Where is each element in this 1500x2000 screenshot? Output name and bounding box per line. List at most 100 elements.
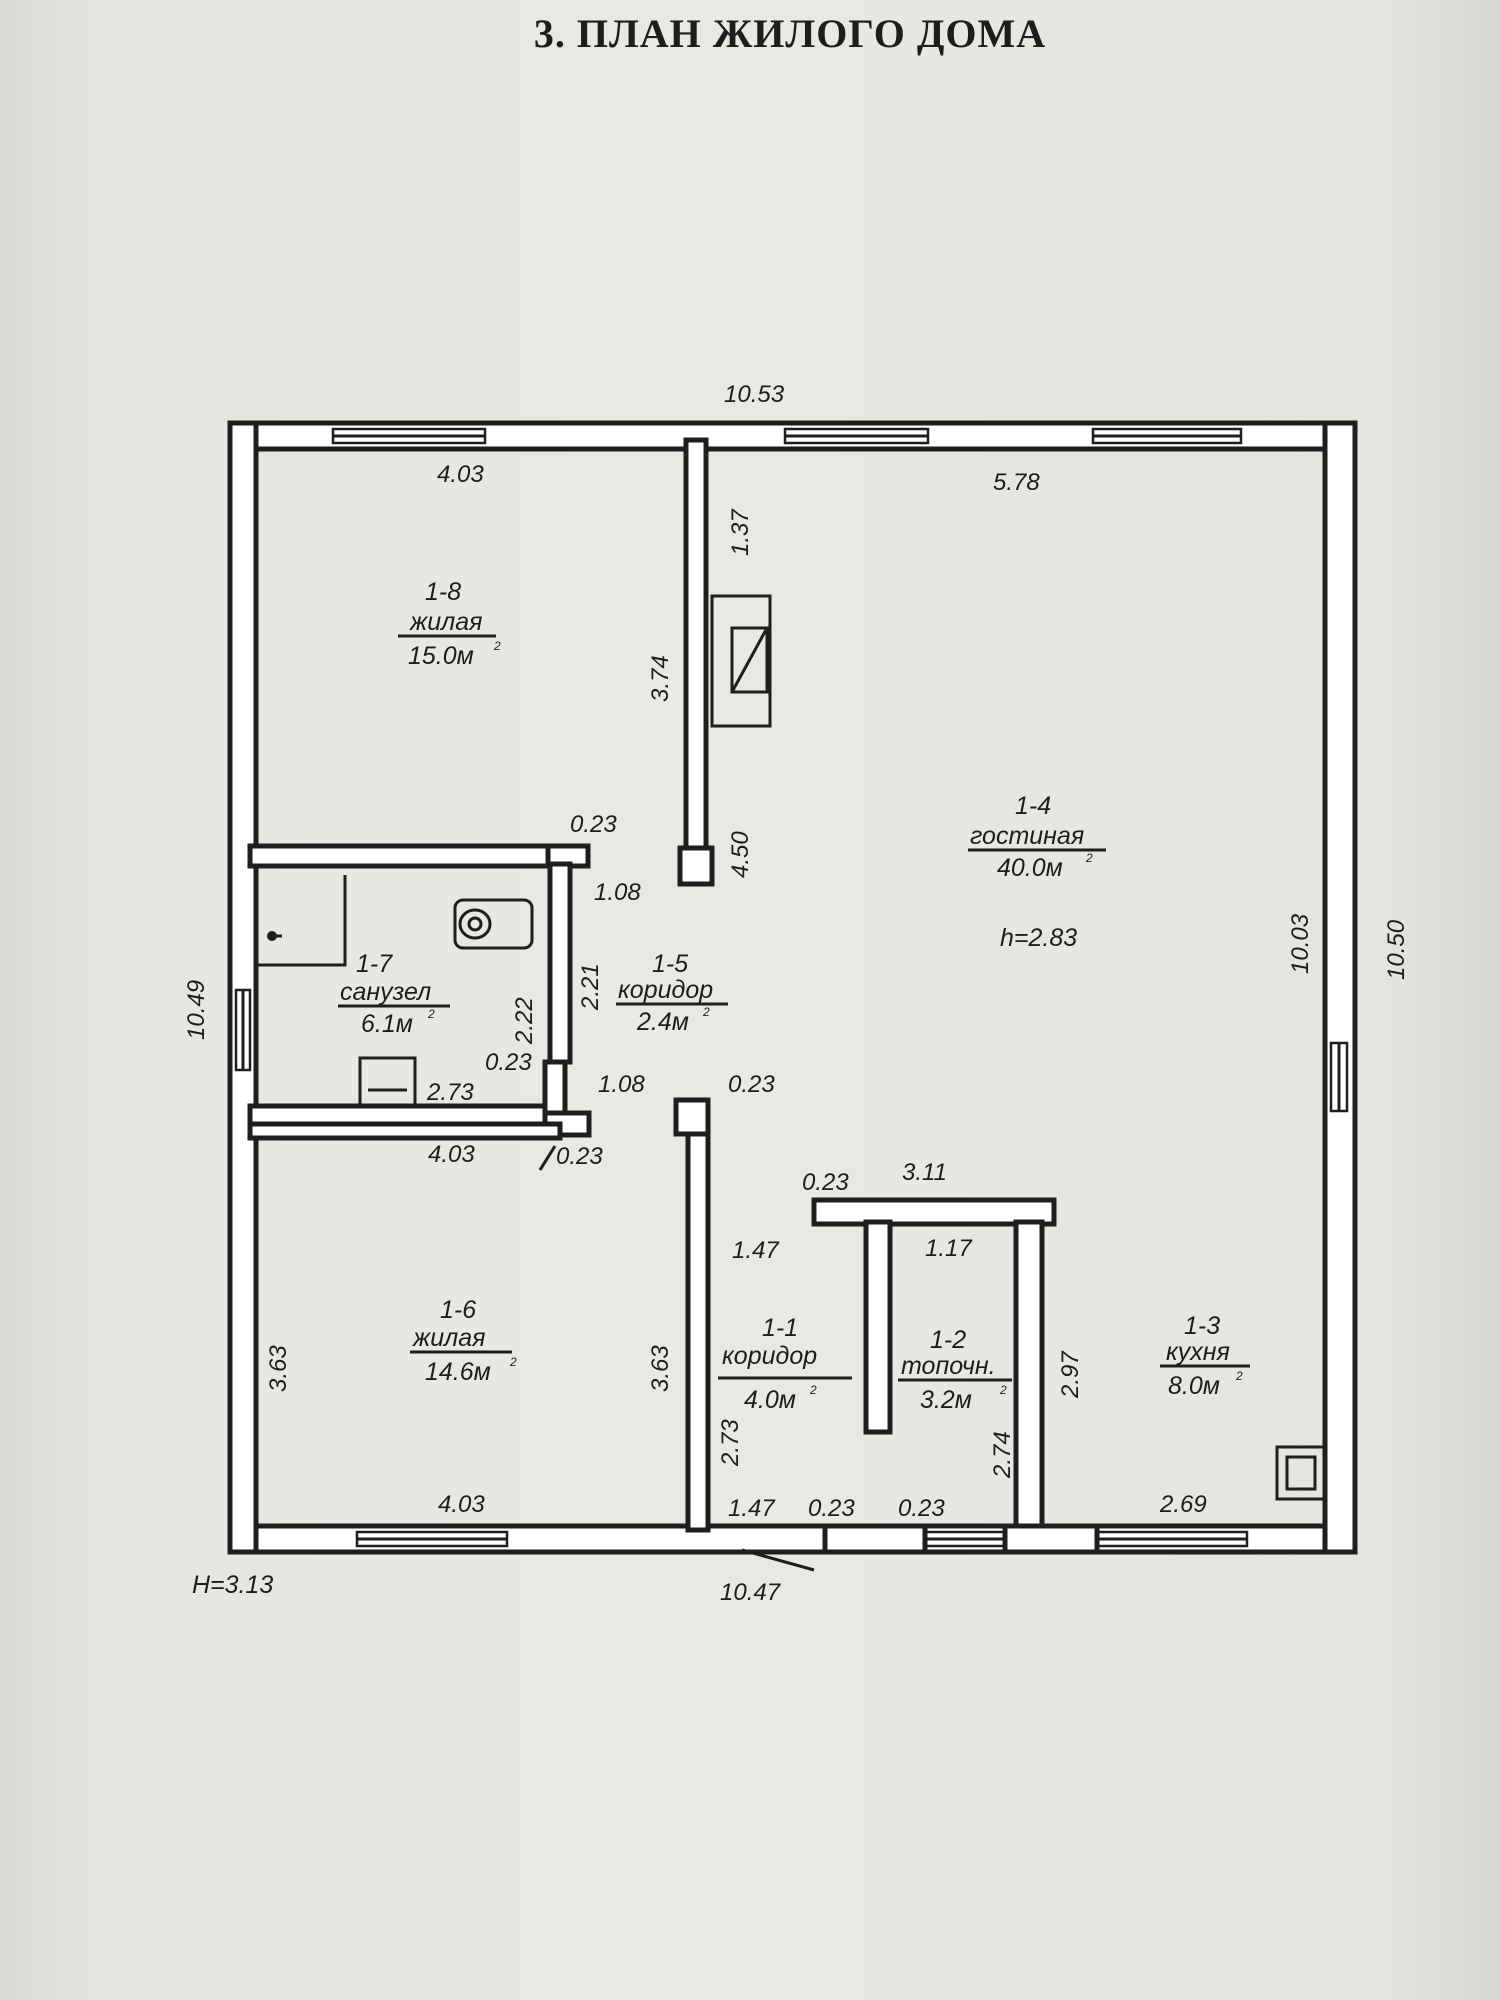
dim-1-6-left: 3.63	[265, 1345, 292, 1392]
dim-wall-023-f: 0.23	[808, 1495, 855, 1522]
building-height: H=3.13	[192, 1571, 273, 1599]
dim-1-2-117: 1.17	[925, 1235, 973, 1262]
room-1-1-name: коридор	[722, 1342, 817, 1370]
dim-1-5-221: 2.21	[577, 963, 604, 1011]
labels: 10.53 10.47 10.49 10.50 10.03 H=3.13 4.0…	[183, 381, 1410, 1606]
wall-1-8-1-4	[683, 437, 709, 863]
dim-1-6-bottom: 4.03	[438, 1491, 485, 1518]
stove-icon	[1275, 1445, 1327, 1501]
dim-stub: 1.37	[727, 508, 754, 556]
room-1-7-area-sup: 2	[427, 1007, 435, 1021]
room-1-8-id: 1-8	[425, 578, 461, 606]
room-1-4-area-sup: 2	[1085, 851, 1093, 865]
window-bottom-kitchen	[1095, 1530, 1249, 1548]
room-1-5-name: коридор	[618, 976, 713, 1004]
window-top-middle	[783, 427, 930, 445]
room-1-2-name: топочн.	[901, 1352, 996, 1380]
dim-left-total: 10.49	[183, 980, 210, 1040]
window-bottom-left	[355, 1530, 509, 1548]
shower-icon	[256, 875, 347, 967]
room-1-1-area-sup: 2	[809, 1383, 817, 1397]
room-1-6-name: жилая	[412, 1324, 485, 1352]
dim-1-3-269: 2.69	[1159, 1491, 1207, 1518]
room-1-7-area: 6.1м	[361, 1010, 413, 1038]
wall-1-8-bottom	[247, 843, 573, 869]
room-1-7-id: 1-7	[356, 950, 393, 978]
dim-1-3-297: 2.97	[1057, 1350, 1084, 1399]
dim-1-6-top: 4.03	[428, 1141, 475, 1168]
room-1-4-name: гостиная	[970, 822, 1084, 850]
dim-1-2-274: 2.74	[989, 1431, 1016, 1479]
sink-icon	[358, 1056, 417, 1108]
dim-wall-023-g: 0.23	[898, 1495, 945, 1522]
dim-1-7-222: 2.22	[511, 997, 538, 1045]
room-1-5-id: 1-5	[652, 950, 688, 978]
dim-1-1-273: 2.73	[717, 1419, 744, 1467]
room-1-3-id: 1-3	[1184, 1312, 1220, 1340]
window-left-bathroom	[234, 988, 252, 1072]
wall-1-6-top	[247, 1121, 563, 1141]
room-1-5-area: 2.4м	[636, 1008, 689, 1036]
room-1-5-area-sup: 2	[702, 1005, 710, 1019]
room-1-8-name: жилая	[409, 608, 482, 636]
window-top-left	[331, 427, 487, 445]
room-1-1-id: 1-1	[762, 1314, 798, 1342]
wall-1-3-bottom	[1002, 1523, 1100, 1555]
wall-end-1-4	[677, 845, 715, 887]
dim-1-4-top: 5.78	[993, 469, 1040, 496]
wall-1-6-1-1	[685, 1107, 711, 1533]
room-1-4-height: h=2.83	[1000, 924, 1077, 952]
dim-1-1-147-a: 1.47	[732, 1237, 780, 1264]
fireplace-icon	[710, 594, 772, 728]
interior-walls	[247, 437, 1100, 1555]
wall-1-7-1-5	[547, 861, 573, 1065]
toilet-icon	[453, 898, 534, 950]
room-1-2-area-sup: 2	[999, 1383, 1007, 1397]
room-1-6-id: 1-6	[440, 1296, 476, 1324]
dim-right-outer: 10.50	[1383, 919, 1410, 980]
window-bottom-kitchen-small	[923, 1530, 1007, 1548]
dim-1-8-side: 3.74	[647, 655, 674, 702]
windows	[234, 427, 1349, 1548]
wall-1-1-1-2	[863, 1219, 893, 1435]
room-1-2-id: 1-2	[930, 1326, 966, 1354]
room-1-3-area: 8.0м	[1168, 1372, 1220, 1400]
room-1-8-area: 15.0м	[408, 642, 474, 670]
wall-1-2-bottom-step	[822, 1523, 928, 1555]
dim-1-6-right: 3.63	[647, 1345, 674, 1392]
room-1-2-area: 3.2м	[920, 1386, 972, 1414]
dim-right-inner: 10.03	[1287, 913, 1314, 974]
page-title: 3. ПЛАН ЖИЛОГО ДОМА	[533, 11, 1047, 56]
dim-door-108-b: 1.08	[598, 1071, 645, 1098]
room-1-6-area: 14.6м	[425, 1358, 491, 1386]
room-1-8-area-sup: 2	[493, 639, 501, 653]
dim-wall-023-c: 0.23	[728, 1071, 775, 1098]
dim-1-1-147-b: 1.47	[728, 1495, 776, 1522]
room-1-3-area-sup: 2	[1235, 1369, 1243, 1383]
dim-1-8-top: 4.03	[437, 461, 484, 488]
dim-wall-023-a: 0.23	[570, 811, 617, 838]
room-1-7-name: санузел	[340, 978, 431, 1006]
dim-wall-023-e: 0.23	[802, 1169, 849, 1196]
room-1-4-area: 40.0м	[997, 854, 1063, 882]
room-1-1-area: 4.0м	[744, 1386, 796, 1414]
dim-top-total: 10.53	[724, 381, 785, 408]
left-exterior-wall	[227, 420, 259, 1555]
entry-door-swing	[741, 1548, 815, 1572]
wall-1-2-1-3	[1013, 1219, 1045, 1535]
dim-wall-023-d: 0.23	[556, 1143, 603, 1170]
dim-wall-450: 4.50	[727, 831, 754, 878]
dim-wall-023-b: 0.23	[485, 1049, 532, 1076]
window-top-right	[1091, 427, 1243, 445]
dim-1-2-311: 3.11	[902, 1159, 947, 1186]
fixtures	[256, 594, 1327, 1572]
dim-door-108-a: 1.08	[594, 879, 641, 906]
wall-end-1-1	[673, 1097, 711, 1137]
dim-bottom-total: 10.47	[720, 1579, 782, 1606]
room-1-4-id: 1-4	[1015, 792, 1051, 820]
exterior-walls	[227, 420, 1358, 1555]
dim-1-7-273: 2.73	[426, 1079, 474, 1106]
room-1-3-name: кухня	[1166, 1338, 1230, 1366]
